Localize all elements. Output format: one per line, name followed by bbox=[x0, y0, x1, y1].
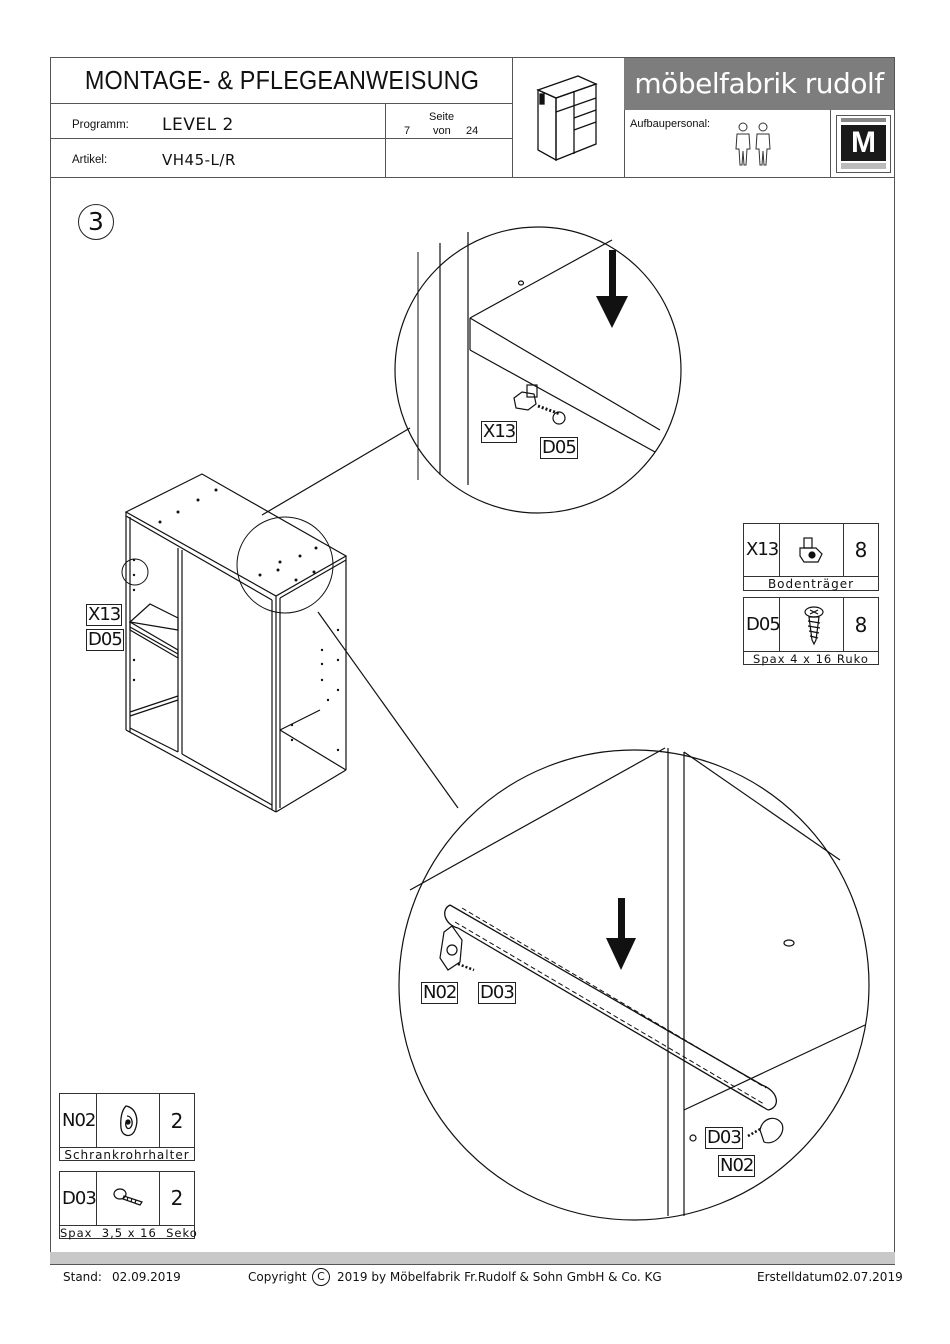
part-qty: 8 bbox=[854, 613, 868, 637]
seite-label: Seite bbox=[429, 111, 455, 123]
part-code: X13 bbox=[746, 539, 779, 560]
callout-d03: D03 bbox=[478, 982, 516, 1004]
part-qty: 2 bbox=[170, 1109, 184, 1133]
callout-d05: D05 bbox=[540, 437, 578, 459]
page-frame bbox=[50, 57, 895, 1265]
step-number: 3 bbox=[78, 204, 114, 240]
quality-seal-M-icon: M bbox=[836, 115, 891, 173]
erstelldatum-date: 02.07.2019 bbox=[834, 1270, 903, 1284]
part-name: Bodenträger bbox=[767, 577, 855, 591]
brand-logo: möbelfabrik rudolf bbox=[624, 58, 894, 110]
copyright-symbol: C bbox=[312, 1268, 330, 1286]
parts-box-d03: D03 2 Spax 3,5 x 16 Seko bbox=[59, 1171, 198, 1240]
header-divider bbox=[385, 103, 386, 177]
header-divider bbox=[50, 177, 895, 178]
parts-box-d05: D05 8 Spax 4 x 16 Ruko bbox=[743, 597, 879, 666]
header-divider bbox=[624, 57, 625, 177]
part-code: N02 bbox=[62, 1110, 96, 1131]
aufbaupersonal-label: Aufbaupersonal: bbox=[630, 118, 711, 130]
small-screw-icon bbox=[113, 1188, 143, 1206]
callout-x13: X13 bbox=[481, 421, 518, 443]
part-qty: 8 bbox=[854, 538, 868, 562]
part-name: Spax 4 x 16 Ruko bbox=[753, 652, 869, 666]
stand-label: Stand: bbox=[63, 1270, 102, 1284]
page-of-label: von bbox=[433, 125, 451, 137]
callout-d05: D05 bbox=[86, 629, 124, 651]
cabinet-thumbnail-icon bbox=[536, 75, 598, 162]
shelf-support-icon bbox=[799, 537, 823, 563]
callout-d03: D03 bbox=[705, 1127, 743, 1149]
erstelldatum-label: Erstelldatum: bbox=[757, 1270, 838, 1284]
document-title: MONTAGE- & PFLEGEANWEISUNG bbox=[84, 65, 480, 95]
callout-n02: N02 bbox=[421, 982, 459, 1004]
footer-bar bbox=[50, 1252, 895, 1264]
stand-date: 02.09.2019 bbox=[112, 1270, 181, 1284]
page-total: 24 bbox=[466, 125, 479, 137]
screw-icon bbox=[804, 606, 824, 646]
header-divider bbox=[512, 57, 513, 177]
copyright-label: Copyright bbox=[248, 1270, 307, 1284]
part-name: Spax 3,5 x 16 Seko bbox=[60, 1226, 198, 1240]
callout-n02: N02 bbox=[718, 1155, 756, 1177]
artikel-label: Artikel: bbox=[72, 154, 108, 166]
part-qty: 2 bbox=[170, 1186, 184, 1210]
header-divider bbox=[50, 138, 512, 139]
programm-value: LEVEL 2 bbox=[162, 115, 234, 135]
programm-label: Programm: bbox=[72, 119, 129, 131]
header-divider bbox=[830, 110, 831, 177]
parts-box-x13: X13 8 Bodenträger bbox=[743, 523, 879, 591]
part-code: D03 bbox=[62, 1188, 97, 1209]
header-divider bbox=[50, 103, 512, 104]
callout-x13: X13 bbox=[86, 604, 123, 626]
part-name: Schrankrohrhalter bbox=[64, 1148, 190, 1162]
rail-holder-icon bbox=[120, 1105, 138, 1137]
page-current: 7 bbox=[404, 125, 411, 137]
artikel-value: VH45-L/R bbox=[162, 151, 236, 169]
parts-box-n02: N02 2 Schrankrohrhalter bbox=[59, 1093, 195, 1162]
part-code: D05 bbox=[746, 614, 781, 635]
two-persons-icon bbox=[735, 122, 771, 166]
copyright-text: 2019 by Möbelfabrik Fr.Rudolf & Sohn Gmb… bbox=[337, 1270, 662, 1284]
